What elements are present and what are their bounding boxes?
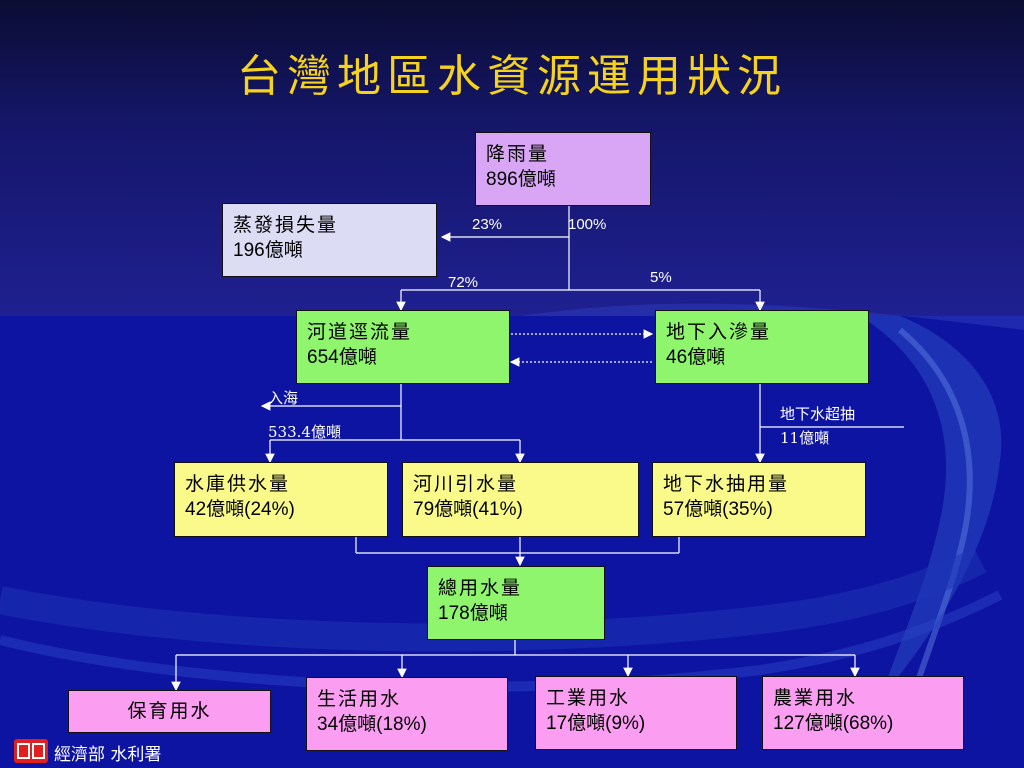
infiltration-percent: 5% [650,269,672,286]
runoff-value: 654億噸 [307,347,377,368]
groundwater-pumping-value: 57億噸(35%) [663,499,773,520]
to-sea-value: 533.4億噸 [268,423,341,441]
conservation-water-label: 保育用水 [127,700,212,722]
river-intake-box: 河川引水量 79億噸(41%) [402,462,639,537]
agricultural-water-box: 農業用水 127億噸(68%) [762,676,964,750]
domestic-water-value: 34億噸(18%) [317,714,427,735]
river-intake-label: 河川引水量 [413,473,519,495]
groundwater-overpump-value: 11億噸 [780,429,830,447]
groundwater-pumping-label: 地下水抽用量 [663,473,790,495]
industrial-water-label: 工業用水 [546,687,631,709]
total-usage-box: 總用水量 178億噸 [427,566,605,640]
rainfall-value: 896億噸 [486,169,556,190]
infiltration-box: 地下入滲量 46億噸 [655,310,869,384]
total-usage-value: 178億噸 [438,603,508,624]
river-intake-value: 79億噸(41%) [413,499,523,520]
evaporation-label: 蒸發損失量 [233,214,339,236]
agricultural-water-label: 農業用水 [773,687,858,709]
runoff-percent: 72% [448,274,479,291]
evaporation-percent: 23% [472,216,503,233]
evaporation-box: 蒸發損失量 196億噸 [222,203,437,277]
ministry-name: 經濟部 水利署 [54,745,162,765]
runoff-box: 河道逕流量 654億噸 [296,310,510,384]
industrial-water-value: 17億噸(9%) [546,713,646,734]
rainfall-label: 降雨量 [486,143,550,165]
rainfall-percent: 100% [568,216,607,233]
rainfall-box: 降雨量 896億噸 [475,132,651,206]
reservoir-supply-label: 水庫供水量 [185,473,291,495]
total-usage-label: 總用水量 [438,577,523,599]
groundwater-pumping-box: 地下水抽用量 57億噸(35%) [652,462,866,537]
ministry-logo-icon [14,739,48,763]
to-sea-label: 入海 [268,389,299,407]
industrial-water-box: 工業用水 17億噸(9%) [535,676,737,750]
runoff-label: 河道逕流量 [307,321,413,343]
infiltration-label: 地下入滲量 [666,321,772,343]
domestic-water-label: 生活用水 [317,688,402,710]
evaporation-value: 196億噸 [233,240,303,261]
domestic-water-box: 生活用水 34億噸(18%) [306,677,508,751]
conservation-water-box: 保育用水 [68,690,271,733]
groundwater-overpump-label: 地下水超抽 [780,405,856,423]
reservoir-supply-value: 42億噸(24%) [185,499,295,520]
infiltration-value: 46億噸 [666,347,726,368]
page-title: 台灣地區水資源運用狀況 [237,51,787,102]
agricultural-water-value: 127億噸(68%) [773,713,894,734]
reservoir-supply-box: 水庫供水量 42億噸(24%) [174,462,388,537]
